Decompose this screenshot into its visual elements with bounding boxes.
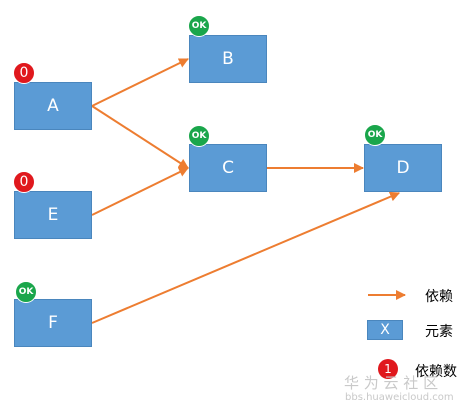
legend-element-box: X: [367, 320, 403, 340]
node-d-label: D: [396, 158, 410, 178]
edge-a-to-b: [91, 58, 189, 107]
node-c: C: [189, 144, 267, 192]
node-a-badge: 0: [13, 62, 35, 84]
legend-count-label: 依赖数: [415, 364, 457, 380]
node-a: A: [14, 82, 92, 130]
legend-dependency-label: 依赖: [425, 289, 453, 305]
node-c-badge: OK: [188, 125, 210, 147]
node-c-label: C: [222, 158, 234, 178]
node-f-badge: OK: [15, 281, 37, 303]
node-e: E: [14, 191, 92, 239]
watermark-url: bbs.huaweicloud.com: [345, 392, 454, 403]
node-b-badge: OK: [188, 15, 210, 37]
node-b: B: [189, 35, 267, 83]
node-a-label: A: [47, 96, 59, 116]
edge-f-to-d: [91, 191, 401, 324]
edge-e-to-c: [91, 167, 189, 216]
edge-a-to-c: [91, 105, 189, 169]
node-e-label: E: [47, 205, 59, 225]
node-e-badge: 0: [13, 171, 35, 193]
node-d: D: [364, 144, 442, 192]
node-f: F: [14, 299, 92, 347]
legend-element-label: 元素: [425, 324, 453, 340]
node-d-badge: OK: [364, 124, 386, 146]
node-f-label: F: [48, 313, 58, 333]
node-b-label: B: [222, 49, 234, 69]
legend-count-badge: 1: [378, 359, 398, 379]
watermark-title: 华 为 云 社 区: [344, 374, 439, 392]
